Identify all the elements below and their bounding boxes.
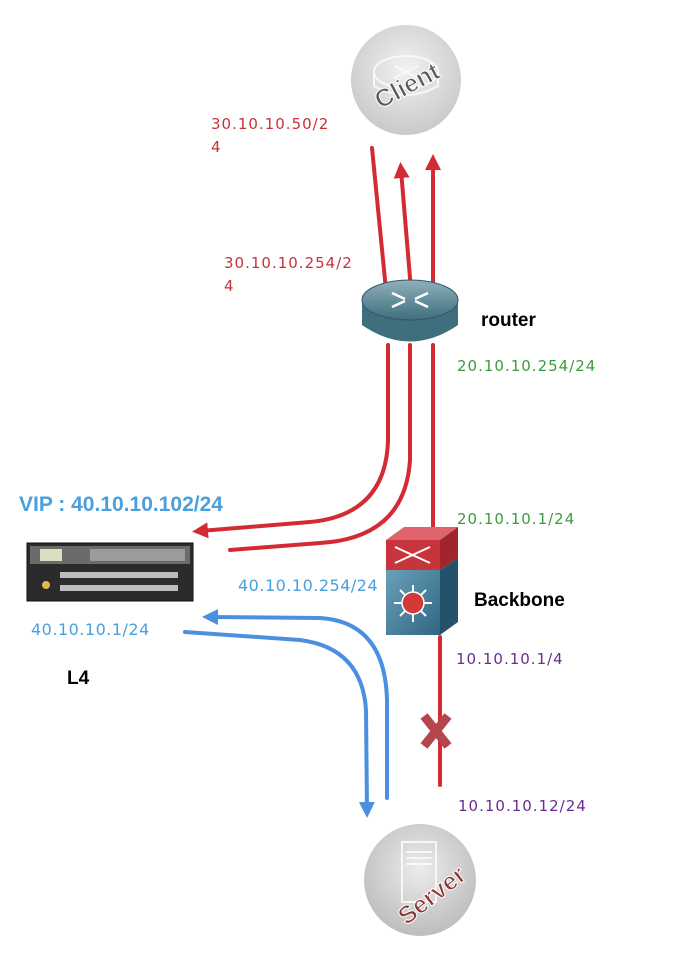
backbone-node[interactable] [386,527,458,635]
router-backbone-side-ip-label: 20.10.10.254/24 [457,357,597,375]
client-node[interactable] [351,25,461,135]
client-ip-label: 30.10.10.50/2 4 [211,115,330,157]
l4-node[interactable] [26,542,194,602]
router-label: router [481,310,536,331]
server-ip-label: 10.10.10.12/24 [458,797,587,815]
router-glyph-icon [373,55,439,96]
request-path [192,146,442,787]
backbone-server-side-ip-label: 10.10.10.1/4 [456,650,564,668]
server-tower-icon [401,841,437,903]
router-to-l4-curve-1 [192,343,390,539]
return-path [183,609,389,818]
l4-ip-label: 40.10.10.1/24 [31,620,150,639]
router-client-side-ip-label: 30.10.10.254/2 4 [224,254,353,296]
client-router-link-up-1 [393,162,413,292]
client-icon [351,25,461,135]
l4-label: L4 [67,668,90,689]
server-to-l4-curve [202,609,389,800]
router-node[interactable] [361,279,459,342]
router-arrows-icon [391,291,429,309]
broken-link-x-icon [420,713,452,749]
l4-to-server-curve [183,630,375,818]
server-node[interactable] [364,824,476,936]
backbone-cross-icon [394,546,431,564]
vip-label: VIP : 40.10.10.102/24 [19,493,223,516]
client-router-link-down [370,146,388,292]
router-to-l4-curve-2 [228,343,412,552]
backbone-top-icon [386,527,458,540]
backbone-l4-side-ip-label: 40.10.10.254/24 [238,576,379,595]
server-icon [364,824,476,936]
backbone-router-side-ip-label: 20.10.10.1/24 [457,510,576,528]
backbone-label: Backbone [474,590,565,611]
